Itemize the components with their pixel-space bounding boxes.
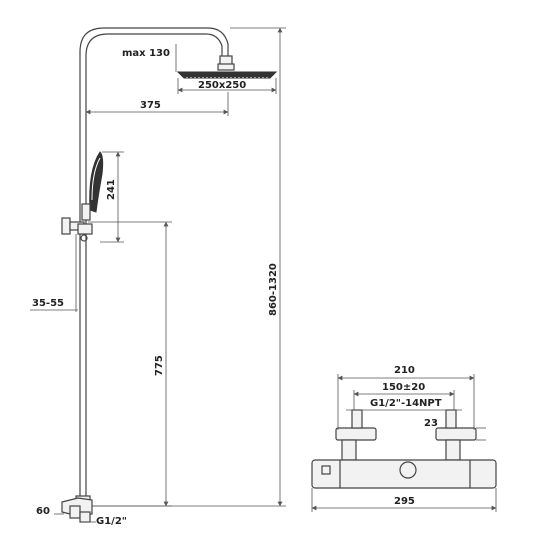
dim-wall-bracket: 35-55 <box>30 234 78 312</box>
dim-mixer-offset: 23 <box>424 418 486 441</box>
dim-mixer-thread: G1/2"-14NPT <box>346 398 462 411</box>
label-inlet: G1/2" <box>82 516 127 527</box>
label-mixer-width: 210 <box>394 365 415 376</box>
dim-mixer-body: 295 <box>311 488 497 512</box>
label-mixer-thread: G1/2"-14NPT <box>370 398 442 409</box>
label-total-height: 860-1320 <box>268 263 279 316</box>
dim-hand-shower: 241 <box>100 151 124 243</box>
dim-mixer-spacing: 150±20 <box>353 382 455 410</box>
label-arm-length: 375 <box>140 100 161 111</box>
dim-rail-height: 775 <box>88 221 172 507</box>
dim-mixer-width: 210 <box>337 365 475 430</box>
shower-column <box>61 27 278 523</box>
label-head-size: 250x250 <box>198 80 246 91</box>
label-hand-shower: 241 <box>106 179 117 200</box>
label-wall-bracket: 35-55 <box>32 298 64 309</box>
label-mixer-offset: 23 <box>424 418 438 429</box>
label-mixer-spacing: 150±20 <box>382 382 425 393</box>
thermostatic-mixer <box>311 409 497 489</box>
wall-bracket <box>61 217 93 242</box>
label-mixer-body: 295 <box>394 496 415 507</box>
rain-shower-head <box>176 55 278 79</box>
dim-arm-length: 375 <box>85 92 229 116</box>
dim-max-130: max 130 <box>122 44 177 72</box>
dim-total-height: 860-1320 <box>92 27 286 507</box>
dim-head-size: 250x250 <box>177 78 277 94</box>
hand-shower <box>81 151 104 221</box>
dim-bottom: 60 <box>36 506 64 517</box>
label-inlet-thread: G1/2" <box>96 516 127 527</box>
label-bottom: 60 <box>36 506 50 517</box>
bottom-inlet <box>61 495 93 523</box>
label-rail-height: 775 <box>154 355 165 376</box>
label-max-head: max 130 <box>122 48 170 59</box>
